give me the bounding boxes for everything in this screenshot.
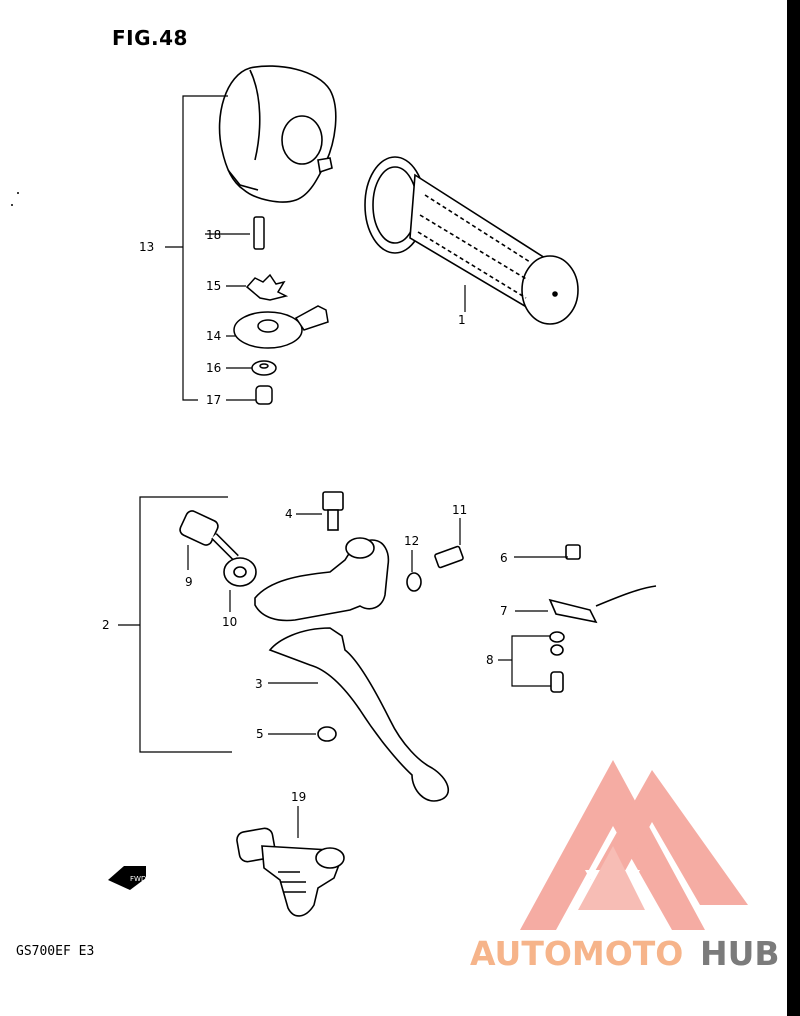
label-part-10: 10 [222,615,237,629]
grip-drawing [364,156,579,325]
label-part-19: 19 [291,790,306,804]
label-part-14: 14 [206,329,221,343]
fwd-arrow: FWD [108,866,146,890]
leader-lines [118,496,568,838]
label-part-17: 17 [206,393,221,407]
label-part-3: 3 [255,677,263,691]
label-part-9: 9 [185,575,193,589]
label-part-6: 6 [500,551,508,565]
bracket-13 [165,95,466,401]
label-part-13: 13 [139,240,154,254]
label-part-2: 2 [102,618,110,632]
watermark-logo [520,760,748,930]
label-part-4: 4 [285,507,293,521]
label-part-16: 16 [206,361,221,375]
label-part-18: 18 [206,228,221,242]
label-part-5: 5 [256,727,264,741]
part-labels: 1 2 3 4 5 6 7 8 9 10 11 12 13 14 15 16 1… [102,228,508,804]
label-part-1: 1 [458,313,466,327]
watermark-text-2: HUB [700,934,780,973]
label-part-12: 12 [404,534,419,548]
switch-19-drawing [236,827,345,917]
figure-title: FIG.48 [112,26,188,50]
label-part-15: 15 [206,279,221,293]
label-part-8: 8 [486,653,494,667]
scan-edge [787,0,800,1016]
switch-housing-drawing [218,65,337,203]
label-part-7: 7 [500,604,508,618]
fwd-label: FWD [130,875,146,883]
model-code: GS700EF E3 [16,944,95,959]
label-part-11: 11 [452,503,467,517]
small-parts-top [233,216,329,405]
lever-assembly-drawing [179,491,657,802]
watermark-text-1: AUTOMOTO [470,934,683,973]
